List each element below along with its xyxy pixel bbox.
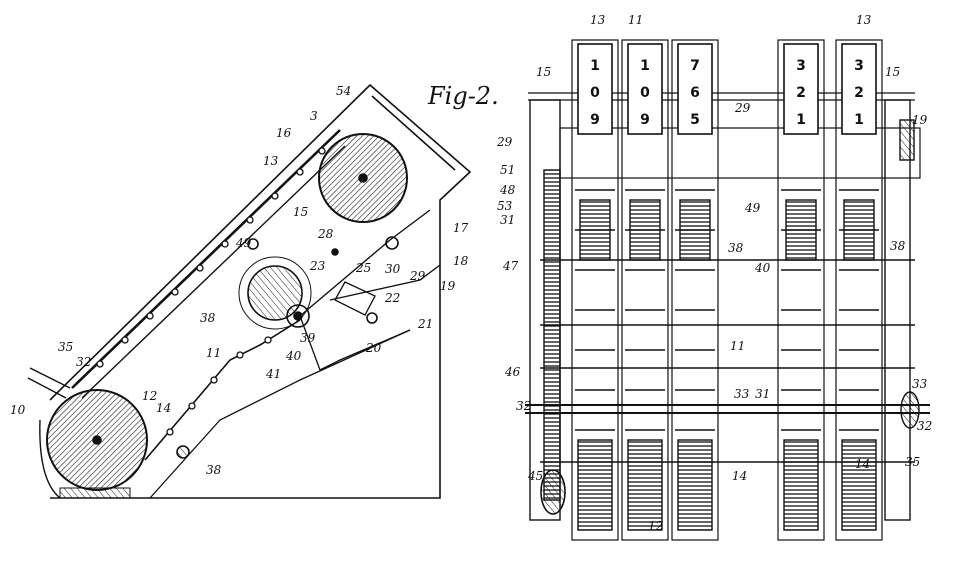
label: 32 — [76, 355, 91, 369]
counter-column-4 — [777, 39, 825, 541]
label: 38 — [890, 239, 906, 253]
counter-column-5 — [835, 39, 883, 541]
label: 25 — [355, 261, 371, 275]
counter-column-3 — [671, 39, 719, 541]
label: 48 — [499, 183, 516, 197]
counter-column-1 — [571, 39, 619, 541]
label: 14 — [732, 469, 747, 483]
label: 23 — [309, 259, 326, 273]
counter-column-2 — [621, 39, 669, 541]
label: 15 — [885, 65, 900, 79]
label: 28 — [317, 227, 334, 241]
label: 13 — [856, 13, 872, 27]
label: 15 — [536, 65, 551, 79]
label: 12 — [142, 389, 157, 403]
label: 22 — [384, 291, 400, 305]
label: 51 — [500, 163, 515, 177]
label: 30 — [385, 262, 401, 276]
digit: 6 — [690, 85, 700, 101]
gear-45 — [540, 469, 566, 515]
upper-chain — [71, 129, 341, 389]
label: 20 — [365, 341, 382, 355]
label: 14 — [156, 401, 171, 415]
label: 16 — [276, 126, 292, 140]
label: 11 — [730, 339, 745, 353]
digit: 0 — [590, 85, 600, 101]
label: 38 — [200, 311, 216, 325]
label: 38 — [206, 463, 222, 477]
label: 29 — [409, 269, 426, 283]
label: 3 — [310, 109, 318, 123]
label: 14 — [855, 457, 870, 471]
figure-title: Fig-2. — [427, 82, 499, 110]
label: 32 — [917, 419, 932, 433]
label: 33 — [912, 377, 928, 391]
label: 29 — [734, 101, 751, 115]
digit: 3 — [854, 58, 864, 74]
digit: 2 — [796, 85, 806, 101]
housing-outline — [50, 83, 472, 499]
chain-links-upper — [96, 147, 326, 368]
label: 17 — [453, 221, 469, 235]
label: 38 — [728, 241, 744, 255]
housing-lip — [371, 95, 456, 171]
label: 32 — [516, 399, 531, 413]
label: 31 — [755, 387, 770, 401]
label: 40 — [285, 349, 302, 363]
label: 49 — [744, 201, 761, 215]
label: 40 — [754, 261, 771, 275]
digit: 1 — [796, 112, 806, 128]
right-view-labels: 13 11 13 15 15 29 29 19 51 48 53 31 47 3… — [496, 13, 932, 533]
label: 54 — [336, 84, 351, 98]
digit: 7 — [690, 58, 700, 74]
label: 13 — [263, 154, 279, 168]
digit: 3 — [796, 58, 806, 74]
side-elevation-view — [27, 83, 472, 499]
digit: 5 — [690, 112, 700, 128]
label: 21 — [417, 317, 433, 331]
label: 11 — [206, 346, 221, 360]
label: 13 — [590, 13, 606, 27]
label: 11 — [628, 13, 643, 27]
digit: 2 — [854, 85, 864, 101]
label: 53 — [497, 199, 513, 213]
label: 45 — [527, 469, 543, 483]
counter-wheel-digits: 1 0 9 1 0 9 7 6 5 3 2 1 3 2 1 — [590, 58, 864, 128]
label: 19 — [440, 279, 456, 293]
digit: 1 — [590, 58, 600, 74]
digit: 0 — [640, 85, 650, 101]
label: 47 — [502, 259, 519, 273]
roller-38 — [247, 265, 303, 321]
digit: 1 — [640, 58, 650, 74]
digit: 9 — [590, 112, 600, 128]
left-view-labels: 54 3 16 13 15 17 28 49 18 23 25 30 29 19… — [10, 84, 469, 477]
label: 15 — [293, 205, 308, 219]
label: 46 — [504, 365, 521, 379]
label: 41 — [265, 367, 281, 381]
label: 18 — [453, 254, 469, 268]
label: 31 — [500, 213, 515, 227]
rack-47 — [543, 169, 561, 501]
label: 35 — [58, 340, 73, 354]
label: 39 — [300, 331, 316, 345]
label: 10 — [10, 403, 26, 417]
digit: 9 — [640, 112, 650, 128]
label: 12 — [648, 519, 663, 533]
label: 49 — [235, 236, 252, 250]
counter-columns — [571, 39, 883, 541]
digit: 1 — [854, 112, 864, 128]
label: 35 — [905, 455, 920, 469]
lower-chain — [144, 319, 301, 461]
label: 33 — [734, 387, 750, 401]
label: 29 — [496, 135, 513, 149]
label: 19 — [912, 113, 928, 127]
